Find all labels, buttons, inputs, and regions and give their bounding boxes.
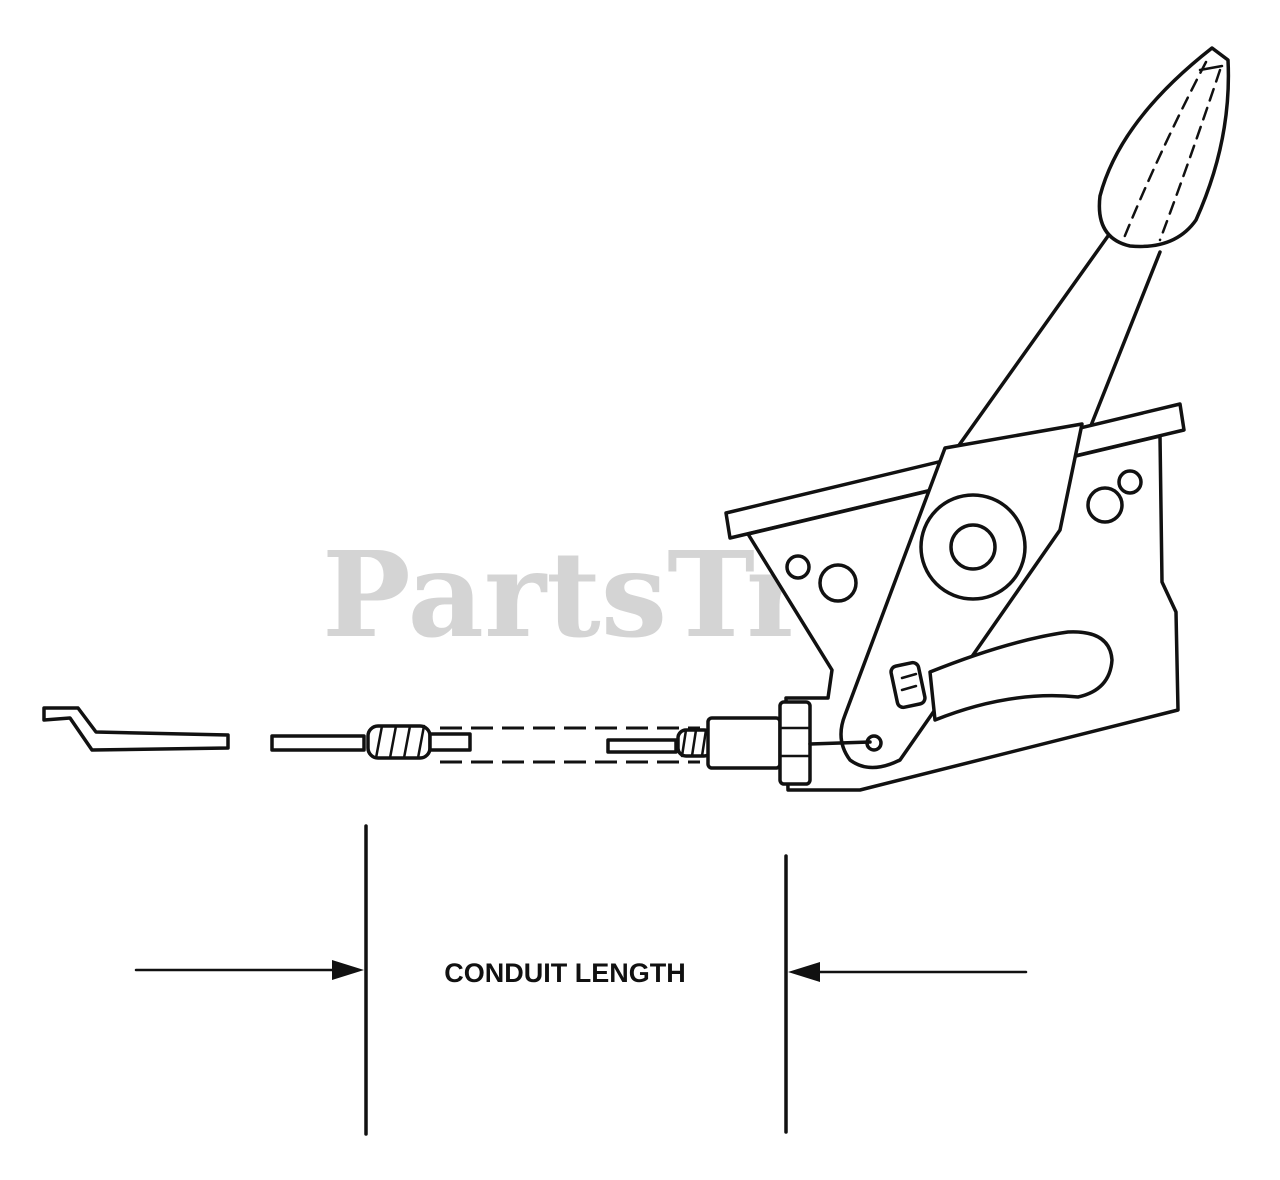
pivot-hole: [949, 523, 997, 571]
dimension-arrowhead-left: [332, 960, 364, 980]
lever-rod-right: [1088, 250, 1162, 430]
control-lever: [955, 46, 1231, 450]
knob-highlight-1: [1122, 60, 1208, 240]
conduit-length-label: CONDUIT LENGTH: [444, 958, 685, 988]
ferrule-right: [606, 738, 678, 754]
bracket-hole-1: [785, 554, 811, 580]
bracket-hole-4: [1117, 469, 1143, 495]
inner-wire-segment: [270, 734, 366, 752]
bracket-hole-2: [818, 563, 858, 603]
z-bend-wire-end: [42, 706, 230, 752]
knob-tip: [1198, 64, 1224, 72]
lever-rod-left: [955, 234, 1110, 450]
pivot-boss: [919, 493, 1027, 601]
knob-highlight-2: [1158, 68, 1222, 242]
lever-knob: [1097, 46, 1231, 249]
inner-wire-to-lever: [808, 740, 872, 746]
conduit-spring-left: [366, 724, 432, 760]
dimension-arrowhead-right: [788, 962, 820, 982]
ferrule-left: [428, 732, 472, 752]
arm-tab-mark: [900, 672, 918, 692]
conduit-length-dimension: CONDUIT LENGTH: [134, 824, 1028, 1136]
clamp-nut: [778, 700, 812, 786]
bracket-hole-3: [1086, 486, 1124, 524]
spring-coils-left: [374, 724, 426, 760]
cable-assembly: [42, 700, 872, 786]
housing-end-fitting: [706, 716, 782, 770]
mounting-bracket: [724, 402, 1186, 792]
detent-slot: [928, 630, 1114, 722]
spring-coils-right: [680, 728, 708, 758]
